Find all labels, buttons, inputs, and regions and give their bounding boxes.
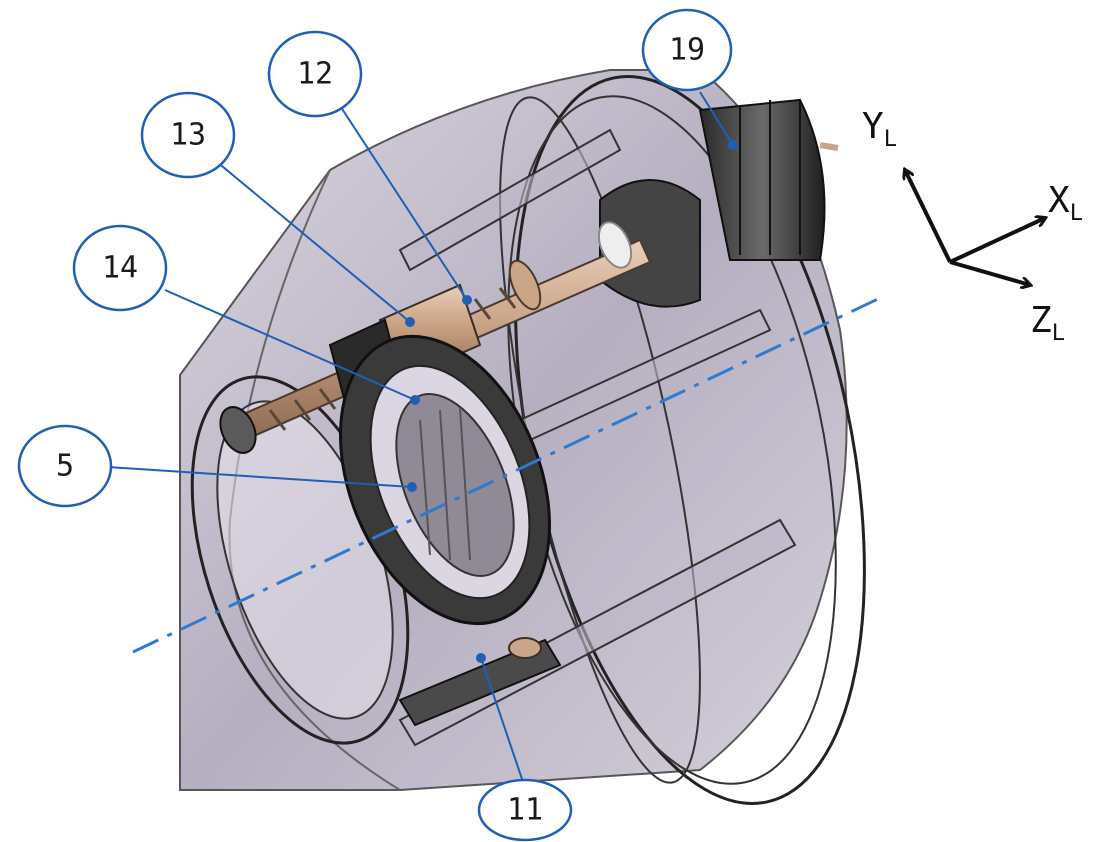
callout-11-label: 11 xyxy=(507,793,543,828)
callout-13: 13 xyxy=(140,91,236,179)
callout-12: 12 xyxy=(267,30,363,118)
callout-5: 5 xyxy=(17,424,113,508)
x-axis-arrow xyxy=(949,218,1045,264)
callout-11: 11 xyxy=(477,778,573,842)
callout-12-label: 12 xyxy=(297,57,333,92)
z-axis-arrow xyxy=(949,260,1030,285)
z-axis-label: ZL xyxy=(1030,300,1065,346)
callout-14-label: 14 xyxy=(102,251,138,286)
leader-dots xyxy=(405,140,738,663)
coordinate-frame: YL XL ZL xyxy=(862,106,1083,346)
callout-13-label: 13 xyxy=(170,118,206,153)
callout-19-label: 19 xyxy=(669,33,705,68)
pivot-rod xyxy=(398,637,562,727)
callout-19: 19 xyxy=(641,8,733,92)
y-axis-label: YL xyxy=(862,106,897,152)
leader-lines xyxy=(107,91,734,783)
actuator-motor xyxy=(599,98,839,308)
callout-14: 14 xyxy=(72,224,168,312)
x-axis-label: XL xyxy=(1048,180,1083,226)
callout-5-label: 5 xyxy=(56,449,74,484)
center-axis-line xyxy=(132,296,881,654)
y-axis-arrow xyxy=(905,170,952,263)
ring-gear xyxy=(339,334,551,626)
